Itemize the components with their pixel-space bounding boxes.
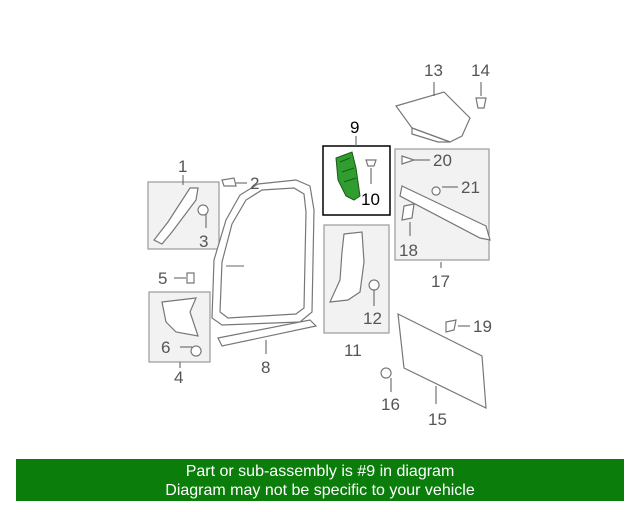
parts-diagram: 1 2 3 5 6 4 8 9 10 11 12 13 14 20 21 18 …	[147, 61, 492, 429]
callout-20: 20	[433, 151, 452, 170]
part-14-clip	[475, 97, 487, 109]
part-12-clip	[368, 279, 380, 291]
part-17-trim	[399, 185, 491, 241]
part-19-clip	[445, 319, 457, 333]
callout-6: 6	[161, 338, 170, 357]
callout-9: 9	[350, 118, 359, 137]
door-weatherstrip-inner	[219, 187, 307, 319]
part-13-tray-face	[411, 127, 451, 143]
part-9-highlighted	[335, 151, 361, 201]
callout-13: 13	[424, 61, 443, 80]
part-16-clip	[380, 367, 392, 379]
part-6-clip	[190, 345, 202, 357]
part-4-trim	[161, 297, 199, 337]
part-1-pillar-trim	[153, 187, 199, 245]
callout-18: 18	[399, 241, 418, 260]
part-5-screw	[186, 272, 195, 284]
callout-3: 3	[199, 232, 208, 251]
part-13-tray	[395, 91, 471, 143]
callout-1: 1	[178, 157, 187, 176]
info-banner: Part or sub-assembly is #9 in diagram Di…	[16, 459, 624, 501]
part-2-clip	[221, 177, 237, 187]
scuff-plate	[217, 319, 318, 347]
part-15-panel	[397, 312, 487, 409]
callout-16: 16	[381, 395, 400, 414]
callout-19: 19	[473, 317, 492, 336]
part-20-clip	[401, 155, 416, 165]
callout-17: 17	[431, 272, 450, 291]
part-3-clip	[197, 204, 209, 216]
callout-4: 4	[174, 368, 183, 387]
callout-15: 15	[428, 410, 447, 429]
banner-line-2: Diagram may not be specific to your vehi…	[165, 482, 475, 499]
banner-line-1: Part or sub-assembly is #9 in diagram	[185, 463, 455, 480]
part-18-clip	[401, 203, 415, 221]
part-21-clip	[431, 186, 441, 196]
callout-21: 21	[461, 178, 480, 197]
callout-8: 8	[261, 358, 270, 377]
callout-11: 11	[344, 341, 362, 360]
callout-14: 14	[471, 61, 490, 80]
callout-2: 2	[250, 174, 259, 193]
callout-12: 12	[363, 309, 382, 328]
callout-5: 5	[158, 269, 167, 288]
callout-10: 10	[361, 190, 380, 209]
part-10-clip	[365, 159, 377, 167]
part-11-pillar-trim	[329, 231, 365, 303]
